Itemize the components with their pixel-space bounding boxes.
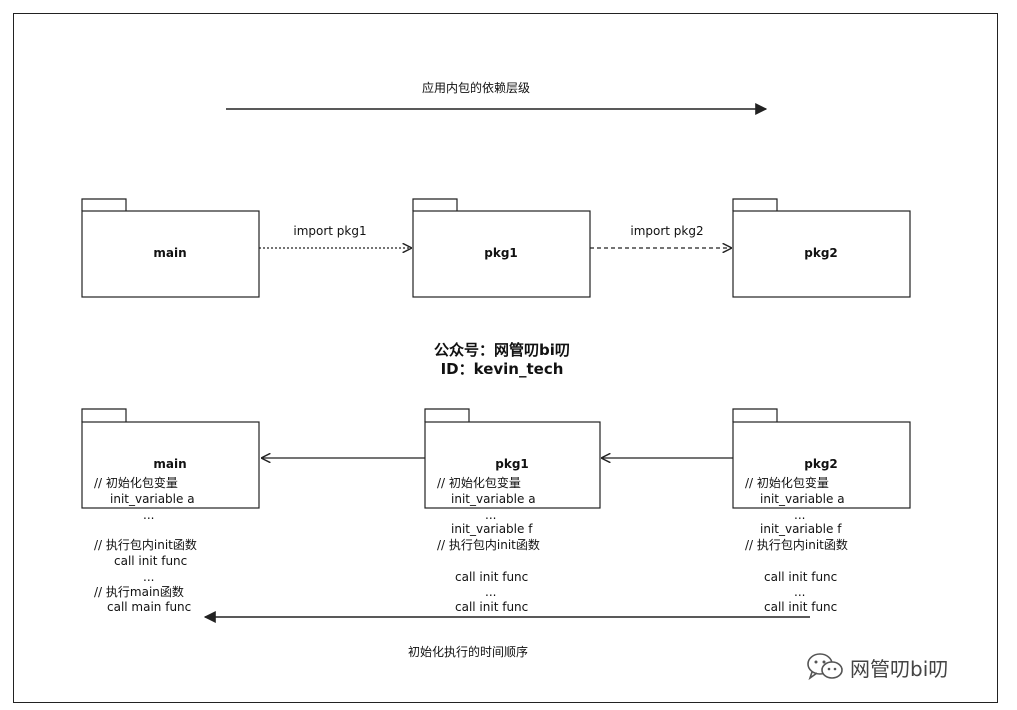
init-pkg1-title: pkg1: [495, 457, 529, 471]
package-pkg1-bottom: [424, 408, 601, 509]
init-pkg2-line: // 初始化包变量: [745, 476, 829, 490]
init-pkg1-line: ...: [485, 585, 497, 599]
init-pkg2-line: ...: [794, 585, 806, 599]
package-main-label: main: [153, 246, 187, 260]
watermark: 网管叨bi叨: [806, 652, 948, 682]
init-main-line: ...: [143, 508, 155, 522]
init-main-line: // 执行包内init函数: [94, 538, 197, 552]
import-pkg2-label: import pkg2: [630, 224, 704, 238]
package-main-top: [81, 198, 260, 298]
init-main-line: init_variable a: [110, 492, 195, 506]
official-account-label: 公众号：网管叨bi叨: [434, 341, 570, 359]
init-main-line: // 初始化包变量: [94, 476, 178, 490]
init-pkg1-line: call init func: [455, 600, 529, 614]
package-pkg1-label: pkg1: [484, 246, 518, 260]
wechat-icon: [807, 653, 843, 681]
init-pkg2-line: call init func: [764, 600, 838, 614]
import-pkg1-label: import pkg1: [293, 224, 367, 238]
dependency-level-label: 应用内包的依赖层级: [421, 81, 531, 95]
init-pkg1-line: ...: [485, 508, 497, 522]
package-pkg2-top: [732, 198, 911, 298]
init-time-order-label: 初始化执行的时间顺序: [407, 645, 529, 659]
init-main-line: call main func: [107, 600, 192, 614]
diagram-frame: [13, 13, 998, 703]
init-pkg1-line: call init func: [455, 570, 529, 584]
package-pkg2-bottom: [732, 408, 911, 509]
init-pkg2-title: pkg2: [804, 457, 838, 471]
init-pkg1-line: // 执行包内init函数: [437, 538, 540, 552]
package-main-bottom: [81, 408, 260, 509]
init-pkg2-line: init_variable a: [760, 492, 845, 506]
init-pkg1-line: init_variable a: [451, 492, 536, 506]
account-id-label: ID：kevin_tech: [440, 360, 564, 378]
init-pkg1-line: // 初始化包变量: [437, 476, 521, 490]
init-main-title: main: [153, 457, 187, 471]
watermark-text: 网管叨bi叨: [850, 656, 949, 681]
init-pkg2-line: init_variable f: [760, 522, 842, 536]
init-pkg2-line: // 执行包内init函数: [745, 538, 848, 552]
init-pkg2-line: ...: [794, 508, 806, 522]
init-main-line: // 执行main函数: [94, 585, 184, 599]
package-pkg1-top: [412, 198, 591, 298]
init-pkg1-line: init_variable f: [451, 522, 533, 536]
init-main-line: call init func: [114, 554, 188, 568]
init-pkg2-line: call init func: [764, 570, 838, 584]
package-pkg2-label: pkg2: [804, 246, 838, 260]
init-main-line: ...: [143, 570, 155, 584]
